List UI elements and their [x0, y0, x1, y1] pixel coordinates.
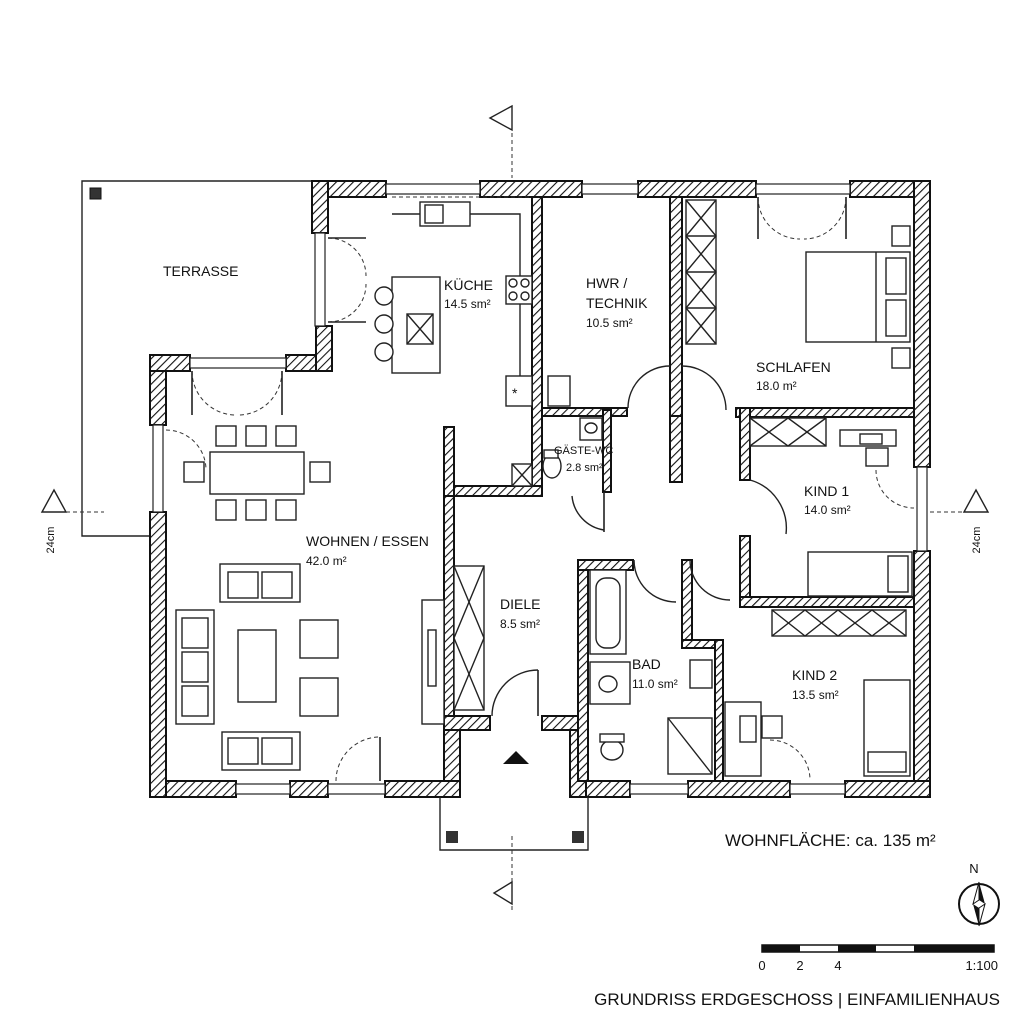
scale-tick-2: 2 [796, 958, 803, 973]
room-area-diele: 8.5 sm² [500, 617, 540, 631]
section-left-marker [40, 488, 68, 513]
living-area-total: WOHNFLÄCHE: ca. 135 m² [725, 831, 936, 850]
entry-arrow-icon [503, 751, 529, 764]
scale-tick-4: 4 [834, 958, 841, 973]
room-name-wohnen: WOHNEN / ESSEN [306, 533, 429, 549]
section-left-label: 24cm [45, 527, 57, 554]
scale-tick-0: 0 [758, 958, 765, 973]
entry-canopy [439, 751, 589, 851]
guest-wc-fixtures [542, 417, 603, 479]
scale-ratio: 1:100 [965, 958, 998, 973]
room-area-hwr: 10.5 sm² [586, 316, 633, 330]
living-dining-furniture [175, 425, 339, 771]
room-name-kind2: KIND 2 [792, 667, 837, 683]
room-name-bad: BAD [632, 656, 661, 672]
plan-title: GRUNDRISS ERDGESCHOSS | EINFAMILIENHAUS [594, 990, 1000, 1009]
room-area-gaeste-wc: 2.8 sm² [566, 462, 603, 474]
room-name-kueche: KÜCHE [444, 276, 493, 293]
room-area-wohnen: 42.0 m² [306, 554, 347, 568]
terrace [81, 180, 312, 537]
room-labels: TERRASSE KÜCHE 14.5 sm² HWR / TECHNIK 10… [163, 263, 851, 702]
bedroom-furniture [805, 225, 911, 369]
room-name-schlafen: SCHLAFEN [756, 359, 831, 375]
room-area-kind2: 13.5 sm² [792, 688, 839, 702]
room-name-hwr: HWR / [586, 275, 627, 291]
room-name-gaeste-wc: GÄSTE-WC [554, 445, 613, 457]
room-area-kueche: 14.5 sm² [444, 297, 491, 311]
kind2-furniture [724, 609, 911, 777]
section-markers: 24cm 24cm [40, 104, 990, 910]
room-name-diele: DIELE [500, 596, 540, 612]
section-right-marker [962, 488, 990, 513]
room-name-kind1: KIND 1 [804, 483, 849, 499]
room-area-schlafen: 18.0 m² [756, 379, 797, 393]
windows [152, 183, 928, 795]
hwr-storage [547, 199, 717, 407]
north-label: N [969, 861, 978, 876]
scale-bar: 0 2 4 1:100 [758, 944, 998, 973]
hall-wardrobe [421, 565, 485, 725]
room-name-terrasse: TERRASSE [163, 263, 238, 279]
room-area-kind1: 14.0 sm² [804, 503, 851, 517]
kind1-furniture [749, 417, 913, 597]
bathroom-fixtures [589, 569, 713, 775]
svg-text:*: * [512, 385, 518, 401]
section-right-label: 24cm [971, 527, 983, 554]
doors [165, 196, 915, 782]
north-arrow: N [958, 861, 1000, 927]
room-name-technik: TECHNIK [586, 295, 648, 311]
room-area-bad: 11.0 sm² [632, 677, 678, 691]
interior-walls [443, 196, 915, 782]
kitchen-furniture: * [374, 196, 533, 487]
